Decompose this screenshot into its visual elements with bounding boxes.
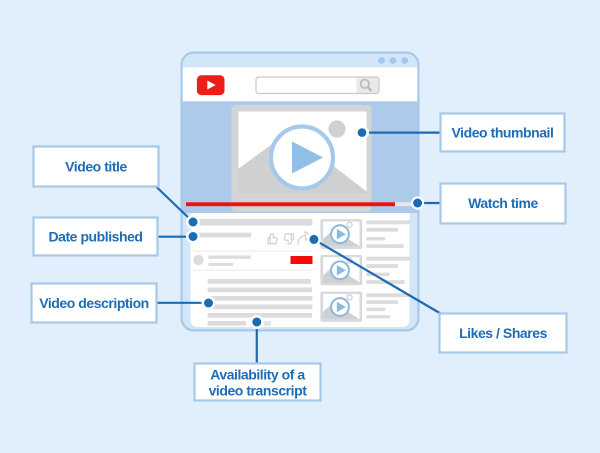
svg-text:Video description: Video description bbox=[39, 295, 149, 311]
svg-text:Watch time: Watch time bbox=[468, 195, 538, 211]
svg-text:video transcript: video transcript bbox=[209, 383, 308, 399]
svg-text:Video title: Video title bbox=[65, 159, 127, 175]
svg-text:Date published: Date published bbox=[48, 229, 142, 245]
svg-text:Video thumbnail: Video thumbnail bbox=[452, 125, 554, 141]
svg-text:Likes / Shares: Likes / Shares bbox=[459, 325, 548, 341]
svg-text:Availability of a: Availability of a bbox=[210, 367, 305, 383]
